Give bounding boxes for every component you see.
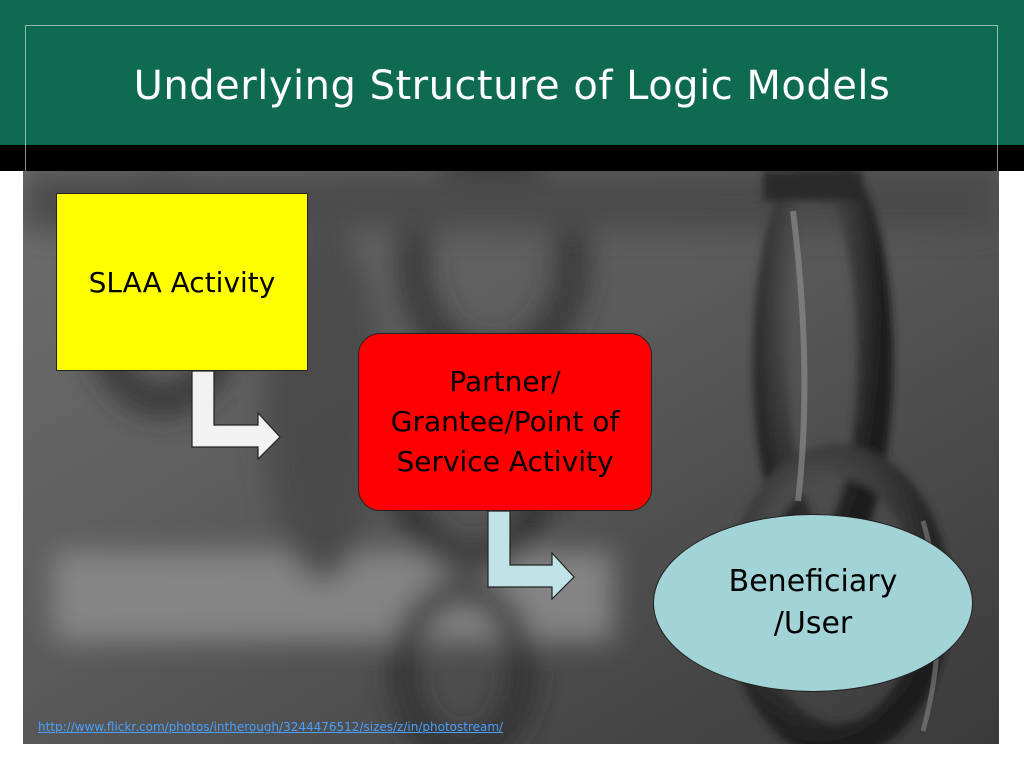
title-underline-bar [0, 145, 1024, 171]
partner-activity-box: Partner/ Grantee/Point of Service Activi… [358, 333, 652, 511]
beneficiary-user-label: Beneficiary /User [728, 564, 898, 641]
arrow-slaa-to-partner [191, 370, 281, 461]
slaa-activity-label: SLAA Activity [88, 265, 276, 299]
photo-source-link[interactable]: http://www.flickr.com/photos/intherough/… [38, 720, 504, 734]
arrow-partner-to-beneficiary [487, 510, 575, 601]
slide-frame [25, 25, 998, 171]
beneficiary-user-ellipse: Beneficiary /User [653, 514, 973, 692]
slide-title: Underlying Structure of Logic Models [133, 63, 891, 109]
title-bar [0, 0, 1024, 145]
slaa-activity-box: SLAA Activity [56, 193, 308, 371]
partner-activity-label: Partner/ Grantee/Point of Service Activi… [390, 365, 620, 478]
